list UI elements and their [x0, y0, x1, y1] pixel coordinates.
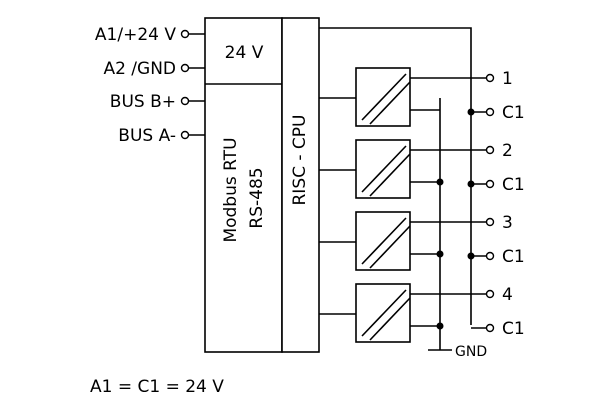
output-label-3: 3: [502, 213, 513, 233]
rs485-label: RS-485: [247, 167, 267, 228]
common-terminal-4: [485, 323, 495, 333]
power-label: 24 V: [225, 43, 264, 63]
input-label-bus-a: BUS A-: [118, 126, 176, 146]
driver-diagonal-b-1: [369, 81, 411, 125]
cpu-label: RISC - CPU: [290, 115, 310, 206]
input-label-a1: A1/+24 V: [95, 25, 176, 45]
driver-diagonal-a-1: [361, 73, 407, 121]
common-terminal-2: [485, 179, 495, 189]
output-label-4: 4: [502, 285, 513, 305]
ground-node-2: [436, 178, 444, 186]
common-label-3: C1: [502, 247, 525, 267]
output-terminal-3: [485, 217, 495, 227]
output-label-1: 1: [502, 69, 513, 89]
supply-rail: [319, 27, 472, 325]
driver-diagonal-a-4: [361, 289, 407, 337]
supply-node-1: [467, 108, 475, 116]
input-label-bus-b: BUS B+: [110, 92, 176, 112]
output-terminal-1: [485, 73, 495, 83]
supply-node-2: [467, 180, 475, 188]
common-terminal-1: [485, 107, 495, 117]
output-terminal-4: [485, 289, 495, 299]
ground-node-4: [436, 322, 444, 330]
terminal-a2: [180, 63, 190, 73]
common-label-2: C1: [502, 175, 525, 195]
output-terminal-2: [485, 145, 495, 155]
terminal-a1: [180, 29, 190, 39]
driver-diagonal-b-2: [369, 153, 411, 197]
common-terminal-3: [485, 251, 495, 261]
terminal-bus-b: [180, 96, 190, 106]
driver-diagonal-a-2: [361, 145, 407, 193]
ground-label: GND: [455, 344, 487, 360]
terminal-bus-a: [180, 130, 190, 140]
footnote: A1 = C1 = 24 V: [90, 377, 224, 397]
modbus-block: [204, 17, 283, 353]
driver-diagonal-b-3: [369, 225, 411, 269]
cpu-block: [281, 17, 320, 353]
supply-node-3: [467, 252, 475, 260]
ground-node-3: [436, 250, 444, 258]
modbus-label: Modbus RTU: [221, 137, 241, 242]
output-label-2: 2: [502, 141, 513, 161]
common-label-1: C1: [502, 103, 525, 123]
common-label-4: C1: [502, 319, 525, 339]
driver-diagonal-a-3: [361, 217, 407, 265]
input-label-a2: A2 /GND: [103, 59, 176, 79]
driver-diagonal-b-4: [369, 297, 411, 341]
